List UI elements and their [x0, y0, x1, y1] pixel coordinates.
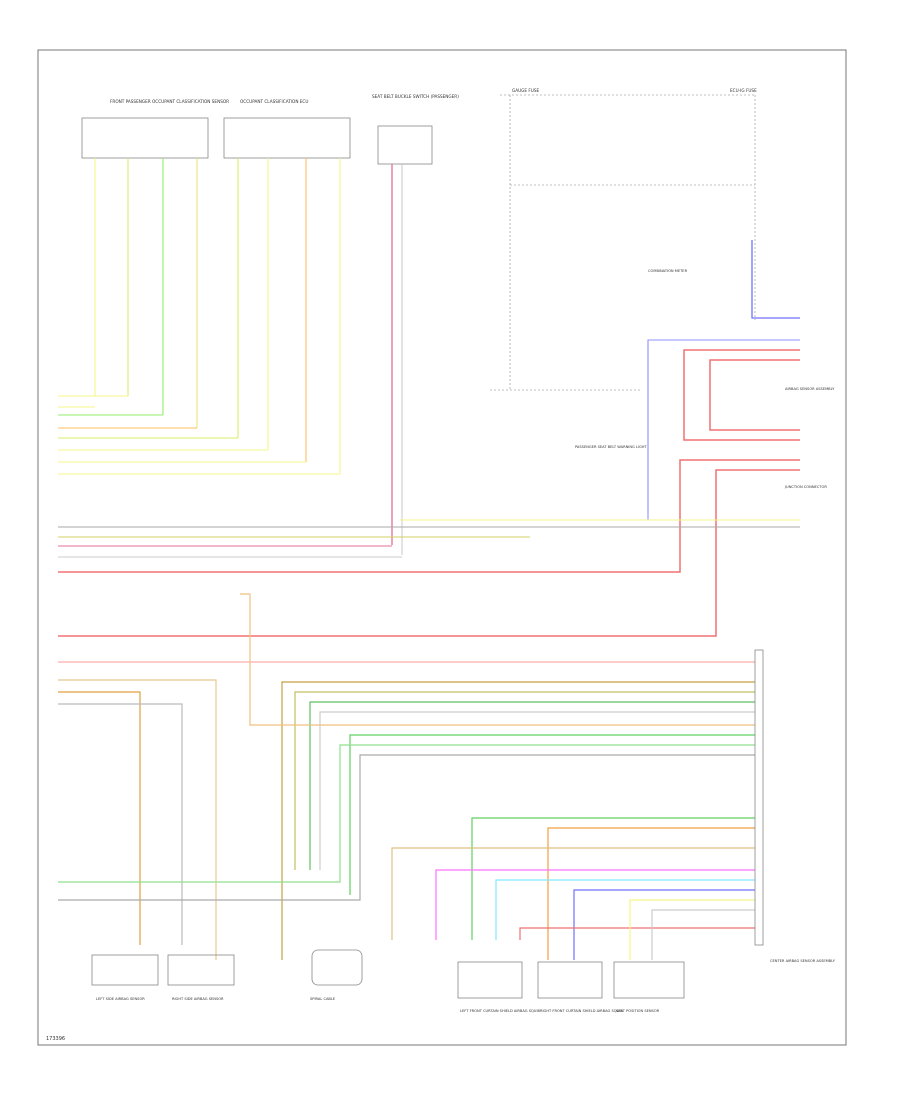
- seat-position-label: SEAT POSITION SENSOR: [616, 1009, 660, 1013]
- ecu-ig-fuse-label: ECU-IG FUSE: [730, 88, 757, 93]
- warning-light-label: PASSENGER SEAT BELT WARNING LIGHT: [575, 445, 647, 449]
- gauge-fuse-label: GAUGE FUSE: [512, 88, 540, 93]
- red-wires: [58, 349, 800, 637]
- right-curtain-label: RIGHT FRONT CURTAIN SHIELD AIRBAG SQUIB: [540, 1009, 623, 1013]
- diagram-frame: [37, 49, 847, 1046]
- blue-wire-mid: [647, 339, 800, 520]
- spiral-cable-label: SPIRAL CABLE: [310, 997, 336, 1001]
- right-connector-wires: [58, 593, 755, 960]
- blue-wire-right: [751, 240, 800, 319]
- sensor-wires: [94, 158, 341, 474]
- combination-meter-label: COMBINATION METER: [648, 269, 688, 273]
- right-side-sensor-label: RIGHT SIDE AIRBAG SENSOR: [172, 997, 224, 1001]
- bottom-component-boxes: [91, 949, 685, 999]
- left-side-sensor-label: LEFT SIDE AIRBAG SENSOR: [96, 997, 145, 1001]
- junction-connector-label: JUNCTION CONNECTOR: [784, 485, 827, 489]
- front-passenger-sensor-label: FRONT PASSENGER OCCUPANT CLASSIFICATION …: [110, 99, 229, 104]
- front-passenger-sensor-block: [81, 117, 433, 165]
- airbag-assembly-label: AIRBAG SENSOR ASSEMBLY: [785, 387, 835, 391]
- left-curtain-label: LEFT FRONT CURTAIN SHIELD AIRBAG SQUIB: [460, 1009, 541, 1013]
- right-connector: [754, 649, 764, 946]
- center-airbag-label: CENTER AIRBAG SENSOR ASSEMBLY: [770, 959, 836, 963]
- footer-code: 173396: [46, 1036, 65, 1042]
- fuse-area: [490, 94, 756, 391]
- bottom-connector-wires: [391, 817, 755, 960]
- seat-belt-switch-label: SEAT BELT BUCKLE SWITCH (PASSENGER): [372, 94, 459, 99]
- occupant-ecu-label: OCCUPANT CLASSIFICATION ECU: [240, 99, 308, 104]
- left-connector-wires: [58, 395, 340, 475]
- horizontal-wires: [58, 519, 800, 663]
